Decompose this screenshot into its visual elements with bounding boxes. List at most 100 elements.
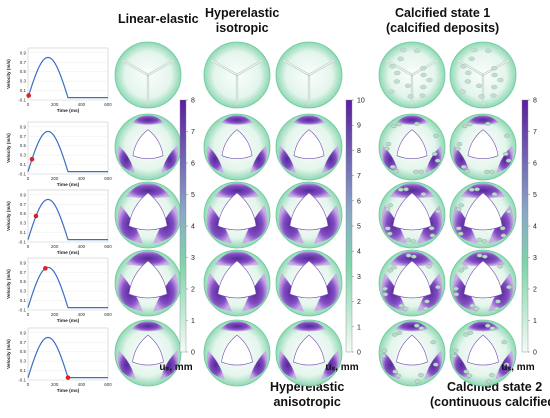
calcified-deposit xyxy=(491,66,498,71)
plot-x-tick: 600 xyxy=(104,176,112,181)
valve-disc xyxy=(449,319,517,387)
displacement-patch xyxy=(117,350,136,380)
plot-y-tick: 0.5 xyxy=(20,279,27,284)
plot-frame xyxy=(27,327,109,381)
valve-orifice xyxy=(463,260,503,299)
displacement-patch xyxy=(293,114,325,125)
calcified-deposit xyxy=(495,299,501,304)
calcified-deposit xyxy=(392,332,398,337)
calcified-deposit xyxy=(429,233,436,238)
calcified-deposit xyxy=(414,121,420,126)
plot-x-label: Time (ms) xyxy=(57,318,80,324)
displacement-patch xyxy=(117,145,135,173)
calcified-deposit xyxy=(463,369,470,374)
displacement-patch xyxy=(214,250,260,267)
valve-orifice xyxy=(217,260,257,299)
valve-orifice xyxy=(221,334,253,366)
calcified-deposit xyxy=(414,323,420,328)
calcified-deposit xyxy=(489,169,495,174)
calcified-deposit xyxy=(396,330,403,335)
valve-disc xyxy=(114,319,182,387)
calcified-deposit xyxy=(478,94,485,99)
calcified-deposit xyxy=(469,303,476,308)
colorbar-tick-label: 5 xyxy=(533,192,537,199)
leaflet-edge xyxy=(236,59,263,76)
calcified-deposit xyxy=(403,187,409,192)
calcified-deposit xyxy=(387,203,394,208)
calcified-deposit xyxy=(490,93,497,98)
colorbar-tick-label: 7 xyxy=(191,129,195,136)
calcified-deposit xyxy=(393,79,401,84)
calcified-deposit xyxy=(430,340,436,345)
calcified-deposit xyxy=(405,253,412,258)
calcified-deposit xyxy=(468,187,475,192)
plot-y-tick: 0.5 xyxy=(20,69,27,74)
plot-y-tick: -0.1 xyxy=(18,308,26,313)
valve-disc xyxy=(203,113,271,181)
colorbar-tick-label: 2 xyxy=(533,287,537,294)
plot-y-tick: 0.7 xyxy=(20,270,27,275)
calcified-deposit xyxy=(424,299,430,304)
calcified-deposit xyxy=(453,286,459,291)
plot-y-tick: 0.9 xyxy=(20,124,27,129)
calcified-deposit xyxy=(395,373,402,378)
displacement-patch xyxy=(220,320,254,332)
plot-y-tick: -0.1 xyxy=(18,240,26,245)
valve-orifice xyxy=(289,260,329,299)
valve-orifice xyxy=(289,192,329,231)
valve-orifice xyxy=(132,129,164,160)
calcified-deposit xyxy=(428,226,435,231)
plot-y-tick: 0.7 xyxy=(20,340,27,345)
calcified-deposit xyxy=(501,340,507,345)
calcified-deposit xyxy=(493,306,500,311)
calcified-deposit xyxy=(499,226,506,231)
colorbar-tick-label: 3 xyxy=(533,255,537,262)
displacement-patch xyxy=(389,250,435,267)
calcified-deposit xyxy=(404,83,412,89)
valve-disc xyxy=(275,113,343,181)
calcified-deposit xyxy=(387,268,394,273)
plot-y-tick: -0.1 xyxy=(18,378,26,383)
colorbar-tick-label: 0 xyxy=(533,350,537,357)
colorbar-strip xyxy=(521,99,529,353)
calcified-deposit xyxy=(489,326,496,331)
calcified-deposit xyxy=(485,323,491,328)
calcified-deposit xyxy=(497,264,503,269)
calcified-deposit xyxy=(504,133,510,138)
time-marker xyxy=(29,156,35,162)
plot-y-label: Velocity (m/s) xyxy=(6,339,11,369)
plot-frame xyxy=(27,189,109,243)
plot-x-tick: 200 xyxy=(51,244,59,249)
leaflet-edge xyxy=(308,59,335,76)
calcified-deposit xyxy=(491,72,498,78)
calcified-deposit xyxy=(391,265,397,270)
colorbar-tick-label: 7 xyxy=(357,173,361,180)
colorbar-tick-label: 3 xyxy=(357,274,361,281)
calcified-deposit xyxy=(459,89,466,94)
calcified-deposit xyxy=(420,72,427,78)
calcified-deposit xyxy=(453,292,460,297)
valve-disc xyxy=(449,181,517,249)
calcified-deposit xyxy=(502,151,509,156)
colorbar-tick-label: 0 xyxy=(191,350,195,357)
plot-x-tick: 0 xyxy=(27,102,30,107)
displacement-patch xyxy=(206,145,224,173)
plot-y-tick: 0.7 xyxy=(20,202,27,207)
valve-orifice xyxy=(396,129,428,160)
calcified-deposit xyxy=(458,268,465,273)
calcified-deposit xyxy=(485,121,491,126)
calcified-deposit xyxy=(391,124,397,129)
velocity-curve xyxy=(27,56,108,99)
colorbar-tick-label: 2 xyxy=(191,287,195,294)
calcified-deposit xyxy=(455,146,461,151)
calcified-deposit xyxy=(466,122,473,127)
displacement-patch xyxy=(131,320,165,332)
calcified-deposit xyxy=(451,354,457,359)
header-hyperelastic-anisotropic-line2: anisotropic xyxy=(273,395,341,409)
colorbar-tick-label: 1 xyxy=(357,324,361,331)
calcified-deposit xyxy=(434,158,441,163)
